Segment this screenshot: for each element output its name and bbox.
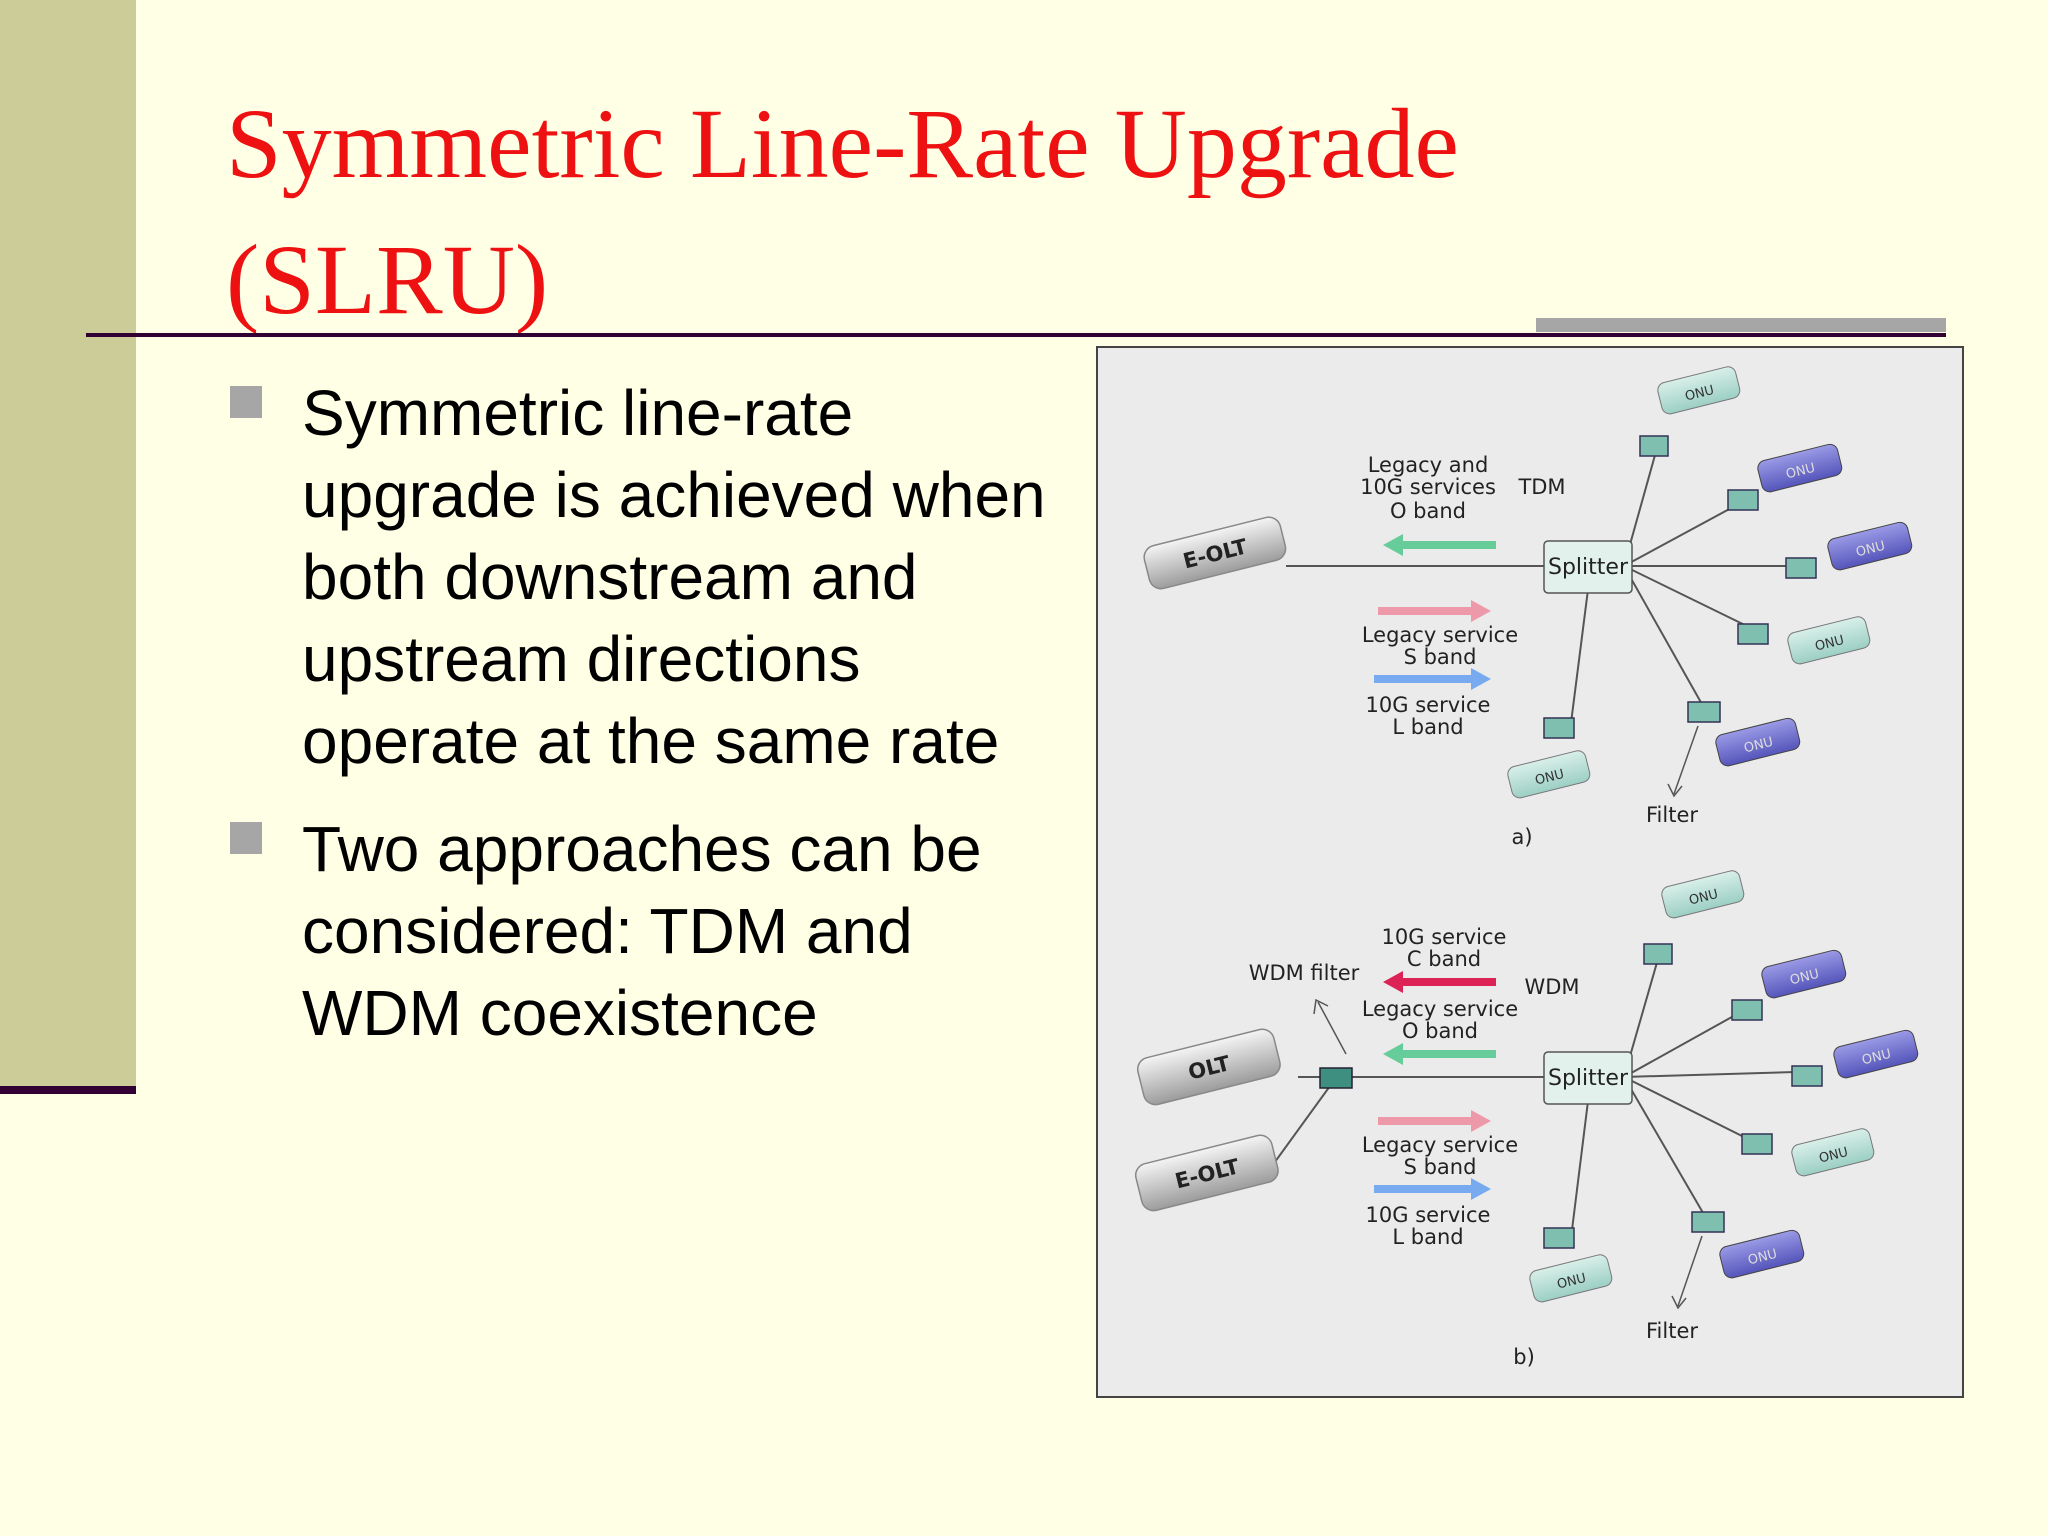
- filter-pointer-head: [1667, 783, 1683, 798]
- onu-device: ONU: [1827, 521, 1913, 571]
- onu-device: ONU: [1787, 616, 1871, 665]
- e-olt-link: [1271, 1085, 1331, 1167]
- bullet-item: Symmetric line-rate upgrade is achieved …: [230, 372, 1070, 782]
- panel-a-label: a): [1511, 825, 1532, 849]
- onu-label: ONU: [1688, 887, 1720, 909]
- wdm-filter-pointer: [1317, 1001, 1347, 1055]
- filter-pointer: [1673, 725, 1699, 795]
- l-band-label-line2: L band: [1392, 1225, 1463, 1249]
- e-olt-device: E-OLT: [1143, 516, 1287, 590]
- wdm-label: WDM: [1524, 975, 1579, 999]
- sidebar-band: [0, 0, 136, 1086]
- onu-label: ONU: [1747, 1247, 1779, 1269]
- green-upstream-arrow: [1383, 1043, 1496, 1065]
- square-bullet-icon: [230, 386, 262, 418]
- blue-downstream-arrow: [1374, 668, 1491, 690]
- upstream-label-line1: Legacy and: [1368, 453, 1489, 477]
- olt-device: OLT: [1136, 1028, 1281, 1106]
- onu-label: ONU: [1684, 383, 1716, 405]
- onu-label: ONU: [1743, 735, 1775, 757]
- panel-b: OLT E-OLT WDM filter Splitter 10G servic…: [1134, 870, 1919, 1369]
- onu-device: ONU: [1507, 750, 1591, 799]
- bullet-item: Two approaches can be considered: TDM an…: [230, 808, 1070, 1054]
- onu-device: ONU: [1657, 366, 1741, 415]
- onu-label: ONU: [1814, 633, 1846, 655]
- onu-device: ONU: [1833, 1029, 1919, 1079]
- onu-label: ONU: [1785, 461, 1817, 483]
- diagram-canvas: E-OLT Splitter Legacy and 10G services O…: [1134, 366, 1919, 1369]
- l-band-label-line1: 10G service: [1366, 693, 1491, 717]
- onu-label: ONU: [1818, 1145, 1850, 1167]
- bullet-list: Symmetric line-rate upgrade is achieved …: [230, 372, 1070, 1080]
- splitter-label: Splitter: [1548, 1066, 1629, 1091]
- onu-device: ONU: [1661, 870, 1745, 919]
- onu-device: ONU: [1529, 1254, 1613, 1303]
- splitter-label: Splitter: [1548, 555, 1629, 580]
- s-band-label-line1: Legacy service: [1362, 1133, 1518, 1157]
- onu-label: ONU: [1861, 1047, 1893, 1069]
- onu-device: ONU: [1715, 717, 1801, 767]
- square-bullet-icon: [230, 822, 262, 854]
- onu-label: ONU: [1534, 767, 1566, 789]
- o-band-label-line1: Legacy service: [1362, 997, 1518, 1021]
- title-divider-accent: [1536, 318, 1946, 332]
- onu-device: ONU: [1757, 443, 1843, 493]
- onu-device: ONU: [1791, 1128, 1875, 1177]
- upstream-label-line3: O band: [1390, 499, 1466, 523]
- c-band-label-line2: C band: [1407, 947, 1481, 971]
- filter-pointer: [1677, 1235, 1703, 1307]
- s-band-label-line2: S band: [1404, 645, 1477, 669]
- title-divider: [86, 333, 1946, 337]
- filter-cubes: [1543, 943, 1823, 1249]
- slru-diagram: E-OLT Splitter Legacy and 10G services O…: [1096, 346, 1964, 1398]
- blue-downstream-arrow: [1374, 1178, 1491, 1200]
- onu-label: ONU: [1789, 967, 1821, 989]
- pink-downstream-arrow: [1378, 600, 1491, 622]
- slide-title: Symmetric Line-Rate Upgrade (SLRU): [226, 88, 1459, 335]
- onu-device: ONU: [1719, 1229, 1805, 1279]
- filter-pointer-head: [1671, 1295, 1687, 1310]
- filter-cubes: [1543, 435, 1817, 739]
- bullet-text: Two approaches can be considered: TDM an…: [302, 813, 982, 1049]
- l-band-label-line1: 10G service: [1366, 1203, 1491, 1227]
- onu-device: ONU: [1761, 949, 1847, 999]
- filter-label: Filter: [1646, 803, 1698, 827]
- bullet-text: Symmetric line-rate upgrade is achieved …: [302, 377, 1046, 777]
- o-band-label-line2: O band: [1402, 1019, 1478, 1043]
- s-band-label-line1: Legacy service: [1362, 623, 1518, 647]
- onu-label: ONU: [1556, 1271, 1588, 1293]
- green-upstream-arrow: [1383, 534, 1496, 556]
- wdm-filter-cube: [1319, 1067, 1353, 1089]
- onu-label: ONU: [1855, 539, 1887, 561]
- upstream-label-line2: 10G services: [1360, 475, 1496, 499]
- e-olt-device: E-OLT: [1134, 1134, 1279, 1212]
- tdm-label: TDM: [1517, 475, 1565, 499]
- red-c-band-arrow: [1383, 971, 1496, 993]
- sidebar-rule: [0, 1086, 136, 1094]
- wdm-filter-label: WDM filter: [1249, 961, 1360, 985]
- s-band-label-line2: S band: [1404, 1155, 1477, 1179]
- panel-b-label: b): [1513, 1345, 1535, 1369]
- wdm-filter-pointer-head: [1313, 998, 1329, 1015]
- filter-label: Filter: [1646, 1319, 1698, 1343]
- l-band-label-line2: L band: [1392, 715, 1463, 739]
- c-band-label-line1: 10G service: [1382, 925, 1507, 949]
- pink-downstream-arrow: [1378, 1110, 1491, 1132]
- splitter: Splitter: [1543, 1051, 1633, 1105]
- splitter: Splitter: [1543, 540, 1633, 594]
- panel-a: E-OLT Splitter Legacy and 10G services O…: [1143, 366, 1913, 849]
